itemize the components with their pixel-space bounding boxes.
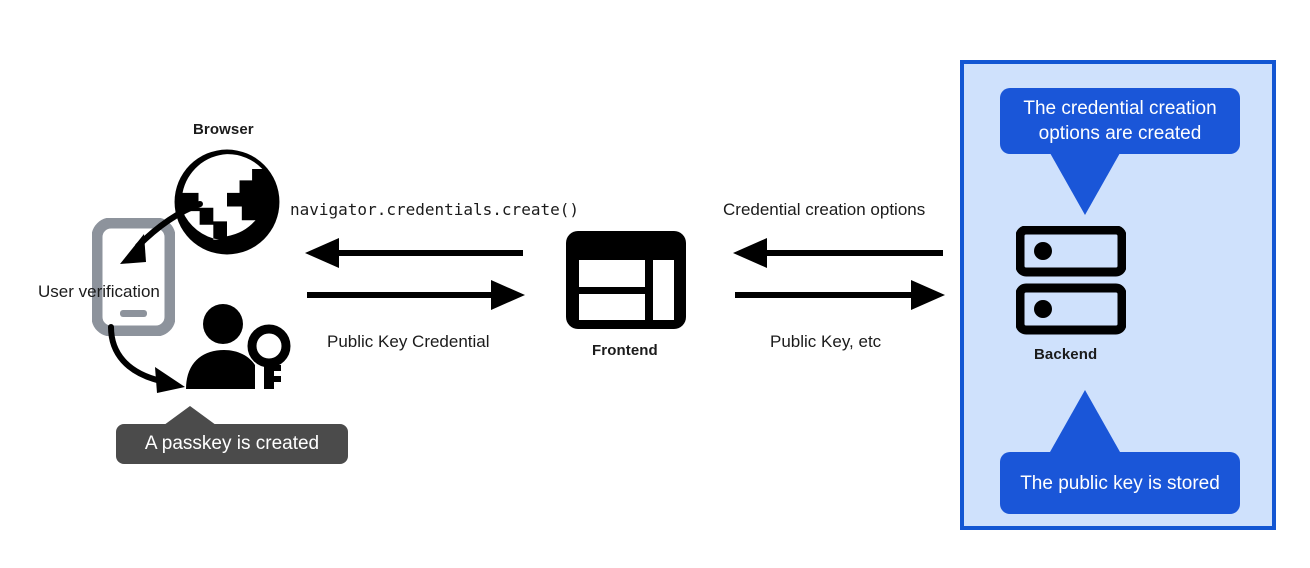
backend-callout-bottom: The public key is stored <box>1000 452 1240 514</box>
arrow-browser-incoming-icon <box>305 238 525 268</box>
globe-icon <box>170 145 284 259</box>
arrow-frontend-incoming-icon <box>733 238 945 268</box>
arrow-frontend-outgoing-icon <box>305 280 525 310</box>
message-navigator-credentials-create: navigator.credentials.create() <box>290 200 579 219</box>
backend-callout-top-tail <box>1050 153 1120 215</box>
passkey-tooltip-text: A passkey is created <box>144 433 320 454</box>
browser-label: Browser <box>193 121 254 138</box>
smartphone-icon <box>92 218 175 336</box>
backend-callout-top: The credential creation options are crea… <box>1000 88 1240 154</box>
user-verification-label: User verification <box>38 282 160 301</box>
backend-callout-bottom-text: The public key is stored <box>1020 472 1220 494</box>
arrow-backend-outgoing-icon <box>733 280 945 310</box>
passkey-tooltip: A passkey is created <box>116 424 348 464</box>
message-public-key-etc: Public Key, etc <box>770 332 882 351</box>
curved-arrow-globe-to-phone-icon <box>100 190 210 280</box>
user-key-icon <box>186 303 294 391</box>
curved-arrow-phone-to-user-icon <box>105 323 215 403</box>
browser-window-icon <box>566 231 686 329</box>
server-icon <box>1016 226 1126 336</box>
backend-label: Backend <box>1034 346 1098 363</box>
frontend-label: Frontend <box>592 342 658 359</box>
passkey-tooltip-tail <box>160 406 220 428</box>
backend-callout-bottom-tail <box>1050 390 1120 452</box>
backend-callout-top-text: The credential creation options are crea… <box>1023 98 1217 144</box>
message-public-key-credential: Public Key Credential <box>327 332 490 351</box>
message-credential-creation-options: Credential creation options <box>723 200 926 219</box>
